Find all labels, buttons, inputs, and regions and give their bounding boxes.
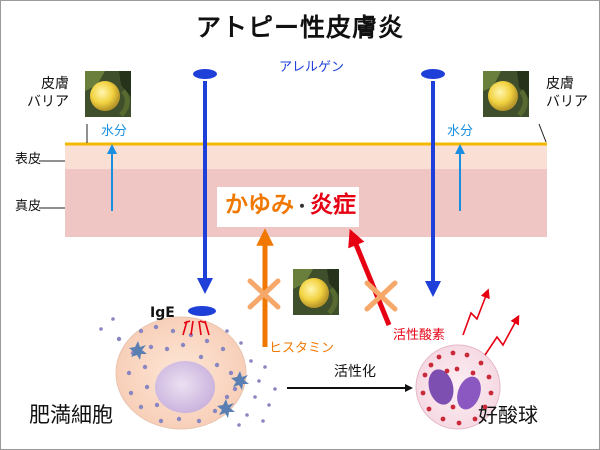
epidermis-layer [65,145,547,169]
water-label-left: 水分 [101,124,128,139]
symptom-separator: ・ [294,197,311,216]
eosinophil-label: 好酸球 [478,403,538,427]
activation-label: 活性化 [334,364,376,380]
allergen-label: アレルゲン [279,60,345,75]
skin-barrier-label-line2: バリア [27,94,69,110]
yuzu-fruit-icon [85,71,131,117]
epidermis-label: 表皮 [15,152,42,167]
symptom-label: かゆみ・炎症 [225,194,356,217]
barrier-pointer-right [538,123,547,143]
dermis-label: 真皮 [15,199,42,214]
skin-barrier-label-right: 皮膚 バリア [546,75,588,111]
granule-burst-icon [129,341,249,418]
lightning-icon [462,288,490,336]
ros-arrow [348,228,392,326]
yuzu-fruit-icon [293,269,339,315]
skin-barrier-label-line1: 皮膚 [41,76,69,92]
histamine-label: ヒスタミン [269,341,335,356]
mast-cell [99,306,277,430]
ige-bound-allergen-icon [188,306,216,316]
reactive-oxygen-label: 活性酸素 [393,328,446,343]
skin-barrier-label-left: 皮膚 バリア [27,75,69,111]
diagram-title: アトピー性皮膚炎 [195,13,404,42]
inflammation-text: 炎症 [310,192,357,218]
cross-mark-icon [364,280,398,312]
water-label-right: 水分 [447,124,474,139]
cross-mark-icon [247,278,281,310]
mast-cell-label: 肥満細胞 [29,403,113,427]
symptom-box [217,187,359,227]
skin-barrier-label-line2: バリア [546,94,588,110]
allergen-right-icon [421,69,445,79]
skin-barrier-label-line1: 皮膚 [546,76,574,92]
allergen-left-icon [193,69,217,79]
ige-label: IgE [150,305,175,321]
lightning-icon [484,314,520,356]
itch-text: かゆみ [225,192,294,218]
yuzu-fruit-icon [483,71,529,117]
eosinophil-cell [415,344,501,430]
